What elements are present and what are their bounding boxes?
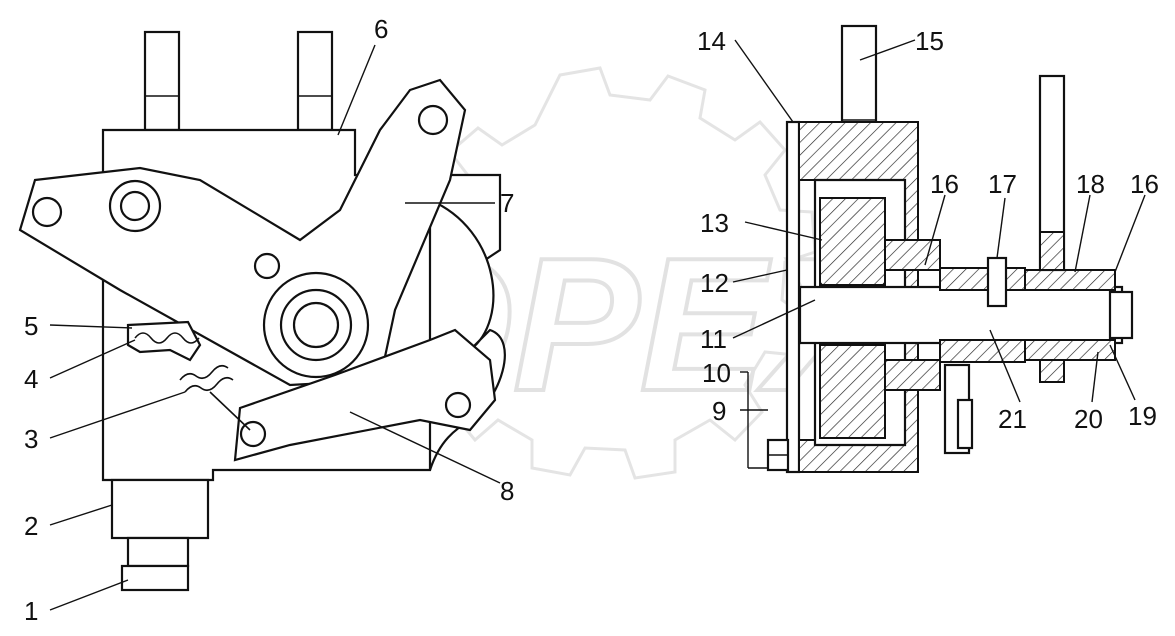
callout-10: 10 — [702, 358, 731, 388]
callout-5: 5 — [24, 311, 38, 341]
callout-7: 7 — [500, 188, 514, 218]
drain-plug — [126, 536, 190, 568]
callout-3: 3 — [24, 424, 38, 454]
callout-19: 19 — [1128, 401, 1157, 431]
callout-16-right: 16 — [1130, 169, 1159, 199]
spring-3 — [179, 364, 234, 393]
top-stud-right — [296, 30, 334, 132]
callout-1: 1 — [24, 596, 38, 626]
callout-8: 8 — [500, 476, 514, 506]
callout-11: 11 — [700, 324, 727, 354]
callout-4: 4 — [24, 364, 38, 394]
callout-14: 14 — [697, 26, 726, 56]
callout-21: 21 — [998, 404, 1027, 434]
lever-eye-top — [417, 104, 449, 136]
callout-9: 9 — [712, 396, 726, 426]
gear-13-lower — [819, 344, 886, 439]
leader-lines — [49, 39, 1146, 611]
arm-upper-section — [1039, 231, 1065, 271]
callout-16-left: 16 — [930, 169, 959, 199]
flange-lower — [884, 359, 941, 391]
gear-13-upper — [819, 197, 886, 286]
lever-eye-left — [31, 196, 63, 228]
bushing-upper — [939, 267, 1026, 291]
sleeve-18-lower — [1024, 339, 1116, 361]
lower-bracket-plate — [956, 398, 974, 450]
plug-hex — [120, 564, 190, 592]
callout-18: 18 — [1076, 169, 1105, 199]
callout-13: 13 — [700, 208, 729, 238]
callout-6: 6 — [374, 14, 388, 44]
arm-lower-section — [1039, 359, 1065, 383]
sleeve-18-upper — [1024, 269, 1116, 291]
callout-2: 2 — [24, 511, 38, 541]
cover-plate-14 — [785, 120, 801, 474]
central-boss-inner — [292, 301, 340, 349]
left-view — [18, 30, 506, 592]
bottom-boss — [110, 478, 210, 540]
shaft-21 — [798, 285, 1124, 345]
right-view — [766, 24, 1134, 474]
housing-hole — [253, 252, 281, 280]
callout-12: 12 — [700, 268, 729, 298]
callouts: 1 2 3 4 5 6 7 8 9 10 11 12 13 14 15 16 1… — [24, 14, 1159, 626]
callout-20: 20 — [1074, 404, 1103, 434]
flange-upper — [884, 239, 941, 271]
callout-17: 17 — [988, 169, 1017, 199]
lever-hub — [119, 190, 151, 222]
top-stud-left — [143, 30, 181, 132]
spring-4 — [134, 332, 200, 344]
lever-8-eye — [444, 391, 472, 419]
bushing-lower — [939, 339, 1026, 363]
screw-17 — [986, 256, 1008, 308]
lever-8 — [233, 328, 497, 462]
callout-15: 15 — [915, 26, 944, 56]
shaft-end — [1108, 290, 1134, 340]
